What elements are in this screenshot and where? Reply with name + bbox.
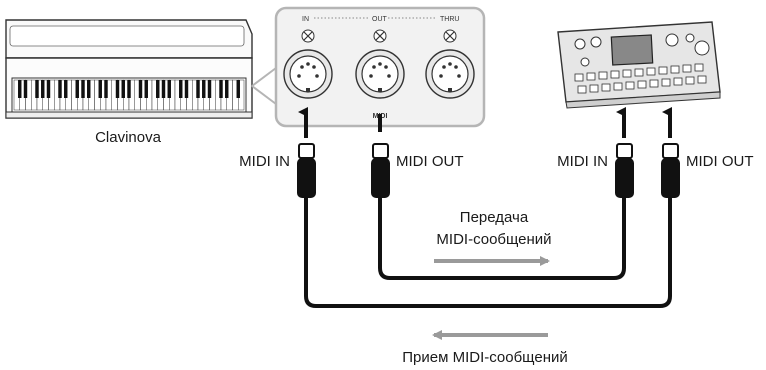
midi-cables <box>304 196 672 308</box>
black-key <box>18 80 22 98</box>
screw-icon <box>301 29 315 43</box>
plug-device-out <box>661 143 680 198</box>
black-key <box>225 80 229 98</box>
black-key <box>64 80 68 98</box>
black-key <box>236 80 240 98</box>
black-key <box>41 80 45 98</box>
piano-keys <box>13 79 245 111</box>
cable-receive <box>304 196 672 308</box>
plug-piano-in <box>297 143 316 198</box>
black-key <box>35 80 39 98</box>
plug-piano-out <box>371 143 390 198</box>
black-key <box>58 80 62 98</box>
transmit-label-line2: MIDI-сообщений <box>436 231 551 248</box>
black-key <box>46 80 51 98</box>
jack-out-label: OUT <box>372 16 388 23</box>
black-key <box>121 80 125 98</box>
cable-transmit <box>378 196 626 280</box>
black-key <box>144 80 148 98</box>
black-key <box>202 80 206 98</box>
callout-line-top <box>251 67 277 87</box>
black-key <box>104 80 108 98</box>
black-key <box>156 80 160 98</box>
black-key <box>207 80 212 98</box>
black-key <box>23 80 28 98</box>
black-key <box>179 80 183 98</box>
clavinova-piano <box>5 19 253 119</box>
midi-terminal-panel: IN OUT THRU <box>274 6 486 128</box>
black-key <box>219 80 223 98</box>
jack-thru-label: THRU <box>440 16 459 23</box>
black-key <box>98 80 102 98</box>
black-key <box>167 80 171 98</box>
black-key <box>81 80 85 98</box>
clavinova-label: Clavinova <box>95 129 162 146</box>
midi-out-jack-icon <box>355 49 405 99</box>
midi-in-jack-icon <box>283 49 333 99</box>
receive-label: Прием MIDI-сообщений <box>402 349 567 366</box>
black-key <box>75 80 79 98</box>
piano-midi-in-label: MIDI IN <box>239 153 290 170</box>
screw-icon <box>373 29 387 43</box>
piano-midi-out-label: MIDI OUT <box>396 153 464 170</box>
black-key <box>138 80 143 98</box>
black-key <box>127 80 131 98</box>
midi-thru-jack-icon <box>425 49 475 99</box>
black-key <box>184 80 189 98</box>
black-key <box>196 80 200 98</box>
plug-device-in <box>615 143 634 198</box>
callout-line-bottom <box>251 85 277 105</box>
jack-in-label: IN <box>302 16 309 23</box>
screw-icon <box>443 29 457 43</box>
device-midi-in-label: MIDI IN <box>557 153 608 170</box>
black-key <box>115 80 120 98</box>
black-key <box>87 80 91 98</box>
transmit-label-line1: Передача <box>460 209 529 226</box>
external-midi-device <box>557 21 721 109</box>
black-key <box>161 80 166 98</box>
device-midi-out-label: MIDI OUT <box>686 153 754 170</box>
